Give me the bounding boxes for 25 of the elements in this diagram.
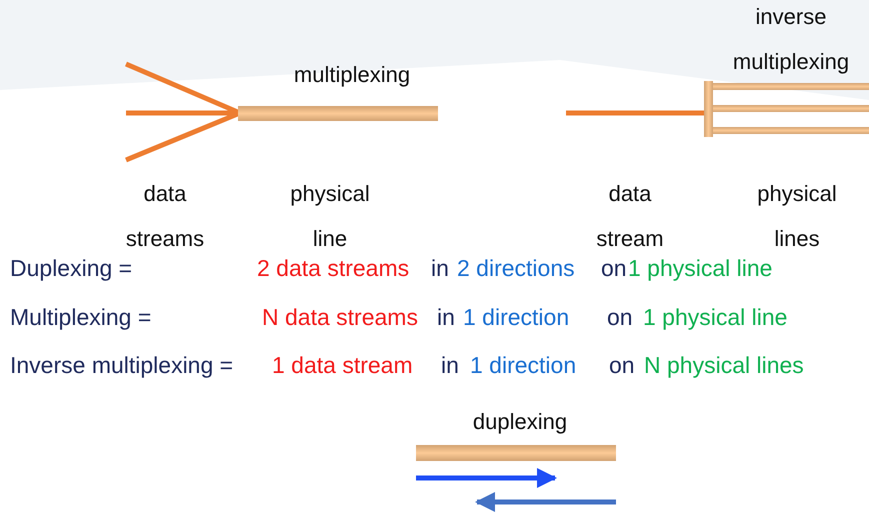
equation-text: on [607, 303, 633, 331]
direction-count-text: 1 direction [463, 303, 570, 331]
caption-label: inverse multiplexing [732, 3, 850, 76]
line-count-text: 1 physical line [643, 303, 788, 331]
equation-text: on [609, 351, 635, 379]
direction-count-text: 1 direction [470, 351, 576, 379]
stream-count-text: N data streams [262, 303, 418, 331]
equation-text: on [601, 254, 627, 282]
stream-count-text: 2 data streams [257, 254, 410, 282]
equation-text: in [437, 303, 455, 331]
equation-text: in [441, 351, 459, 379]
caption-label: multiplexing [294, 61, 410, 89]
line-count-text: N physical lines [644, 351, 804, 379]
equation-text: Duplexing = [10, 254, 132, 282]
caption-label: duplexing [472, 408, 568, 436]
caption-label: physical lines [757, 180, 837, 253]
caption-label: physical line [290, 180, 370, 253]
direction-count-text: 2 directions [457, 254, 575, 282]
stream-count-text: 1 data stream [272, 351, 413, 379]
line-count-text: 1 physical line [628, 254, 772, 282]
caption-label: data stream [596, 180, 664, 253]
caption-label: data streams [126, 180, 204, 253]
equation-text: in [431, 254, 449, 282]
equation-text: Inverse multiplexing = [10, 351, 234, 379]
equation-text: Multiplexing = [10, 303, 152, 331]
